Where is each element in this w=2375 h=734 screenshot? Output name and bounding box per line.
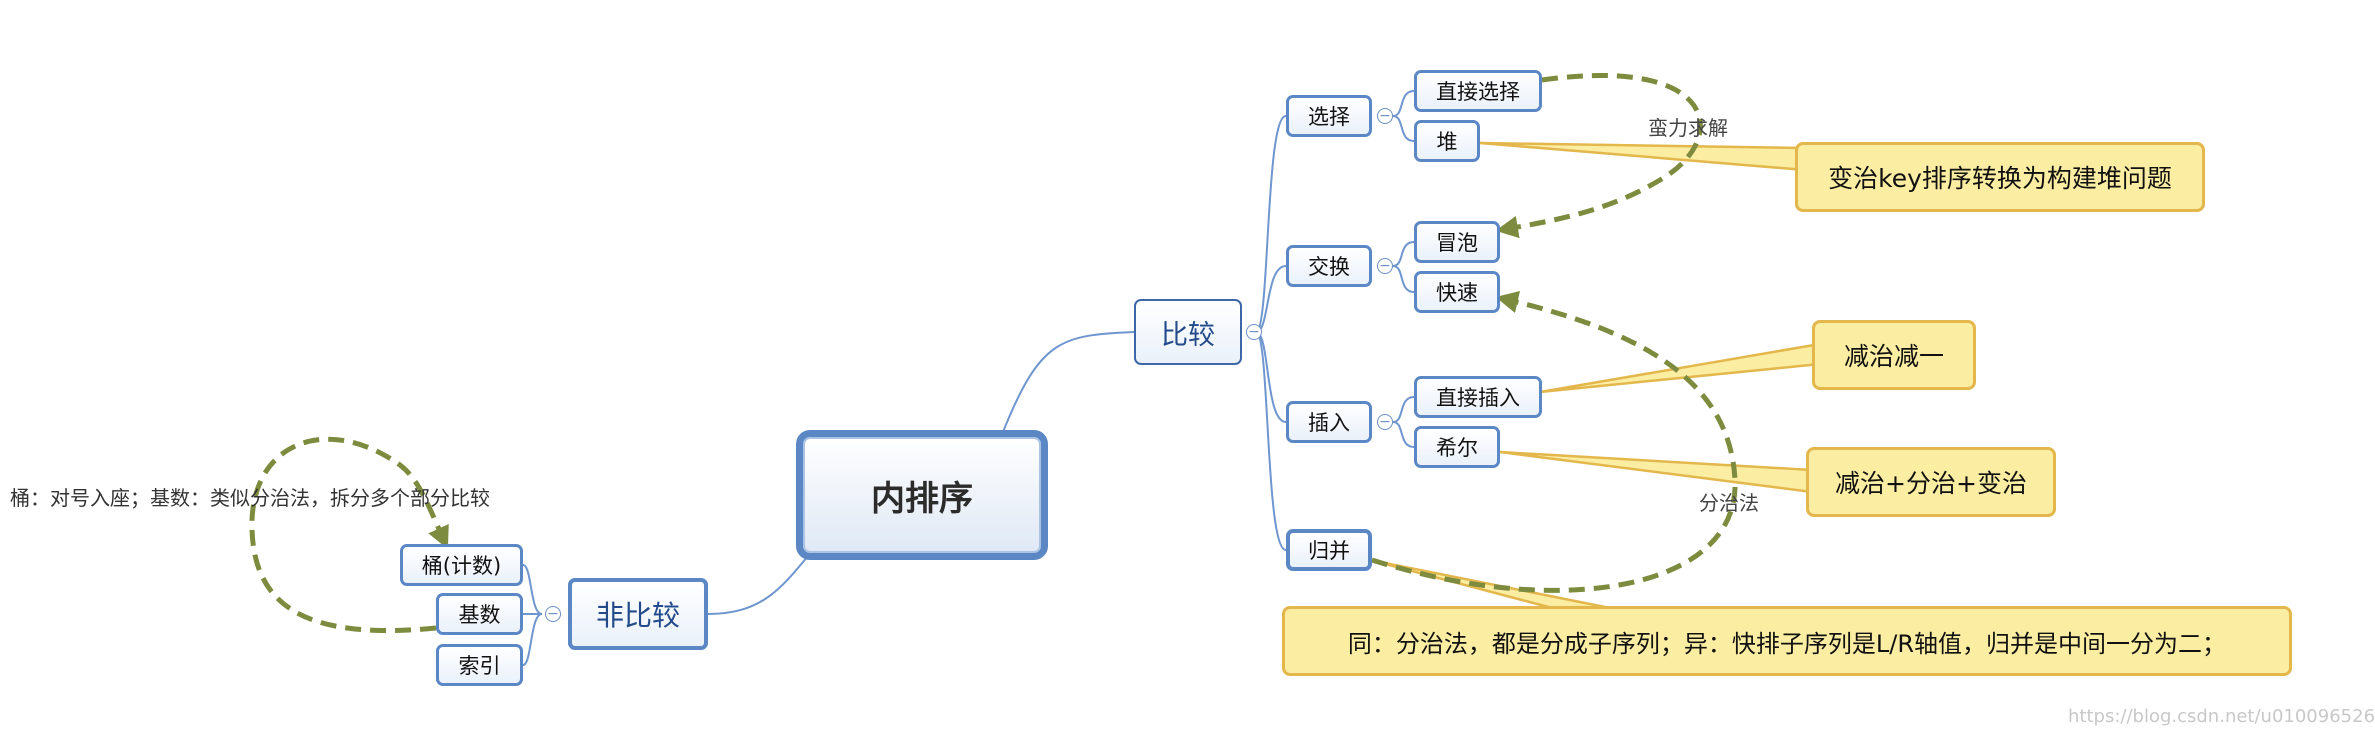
callout-direct-insert-text: 减治减一	[1843, 342, 1944, 371]
callout-shell[interactable]: 减治+分治+变治	[1806, 447, 2056, 517]
collapse-toggle-insert[interactable]: −	[1377, 414, 1393, 430]
connector-insert-leaves	[1392, 396, 1415, 448]
connector-select-leaves	[1392, 90, 1415, 142]
leaf-quick-label: 快速	[1436, 281, 1478, 305]
leaf-index[interactable]: 索引	[436, 644, 523, 686]
leaf-shell-label: 希尔	[1436, 436, 1478, 460]
leaf-direct-insert[interactable]: 直接插入	[1414, 376, 1542, 418]
group-insert-label: 插入	[1308, 411, 1350, 435]
leaf-direct-select-label: 直接选择	[1436, 80, 1520, 104]
group-insert[interactable]: 插入	[1286, 401, 1372, 443]
leaf-bucket[interactable]: 桶(计数)	[400, 544, 523, 586]
watermark: https://blog.csdn.net/u010096526	[2068, 706, 2375, 727]
leaf-bubble-label: 冒泡	[1436, 231, 1478, 255]
callout-heap-text: 变治key排序转换为构建堆问题	[1828, 164, 2172, 193]
callout-shell-text: 减治+分治+变治	[1835, 469, 2027, 498]
group-select-label: 选择	[1308, 105, 1350, 129]
leaf-direct-select[interactable]: 直接选择	[1414, 70, 1542, 112]
leaf-heap-label: 堆	[1436, 130, 1458, 154]
group-exchange[interactable]: 交换	[1286, 245, 1372, 287]
branch-non-compare[interactable]: 非比较	[568, 578, 708, 650]
group-select[interactable]: 选择	[1286, 95, 1372, 137]
callout-wedge-shell	[1499, 450, 1814, 494]
callout-direct-insert[interactable]: 减治减一	[1812, 320, 1976, 390]
leaf-quick[interactable]: 快速	[1414, 271, 1500, 313]
connector-root-compare	[1002, 331, 1135, 433]
callout-heap[interactable]: 变治key排序转换为构建堆问题	[1795, 142, 2205, 212]
leaf-bucket-label: 桶(计数)	[421, 554, 502, 578]
leaf-radix[interactable]: 基数	[436, 593, 523, 635]
relation-arrow-bucket-radix	[249, 436, 449, 633]
collapse-toggle-compare[interactable]: −	[1246, 324, 1262, 340]
leaf-radix-label: 基数	[458, 603, 501, 627]
collapse-toggle-exchange[interactable]: −	[1377, 258, 1393, 274]
leaf-index-label: 索引	[458, 654, 501, 678]
connector-noncompare-leaves	[522, 564, 543, 666]
collapse-toggle-non-compare[interactable]: −	[545, 606, 561, 622]
connector-compare-merge	[1255, 331, 1287, 551]
connector-compare-select	[1255, 115, 1287, 333]
branch-compare[interactable]: 比较	[1134, 299, 1242, 365]
callout-merge-text: 同：分治法，都是分成子序列；异：快排子序列是L/R轴值，归并是中间一分为二；	[1347, 629, 2227, 658]
connector-exchange-leaves	[1392, 241, 1415, 293]
relation-label-divide-conquer: 分治法	[1699, 491, 1759, 515]
leaf-direct-insert-label: 直接插入	[1436, 386, 1520, 410]
leaf-heap[interactable]: 堆	[1414, 120, 1480, 162]
relation-label-brute-force: 蛮力求解	[1648, 116, 1728, 140]
root-node[interactable]: 内排序	[796, 430, 1048, 560]
callout-merge[interactable]: 同：分治法，都是分成子序列；异：快排子序列是L/R轴值，归并是中间一分为二；	[1282, 606, 2292, 676]
group-exchange-label: 交换	[1308, 255, 1350, 279]
relation-label-bucket-radix: 桶：对号入座；基数：类似分治法，拆分多个部分比较	[10, 486, 490, 510]
callout-wedge-heap	[1479, 141, 1807, 172]
leaf-shell[interactable]: 希尔	[1414, 426, 1500, 468]
leaf-bubble[interactable]: 冒泡	[1414, 221, 1500, 263]
branch-non-compare-label: 非比较	[595, 599, 680, 632]
root-node-label: 内排序	[871, 478, 973, 519]
branch-compare-label: 比较	[1161, 319, 1215, 351]
relation-arrow-brute-force	[1495, 73, 1703, 239]
collapse-toggle-select[interactable]: −	[1377, 108, 1393, 124]
group-merge-label: 归并	[1308, 539, 1350, 563]
connector-root-noncompare	[707, 555, 809, 615]
group-merge[interactable]: 归并	[1286, 529, 1372, 571]
callout-wedge-direct-insert	[1539, 342, 1822, 394]
relation-arrow-divide-conquer	[1371, 291, 1738, 593]
